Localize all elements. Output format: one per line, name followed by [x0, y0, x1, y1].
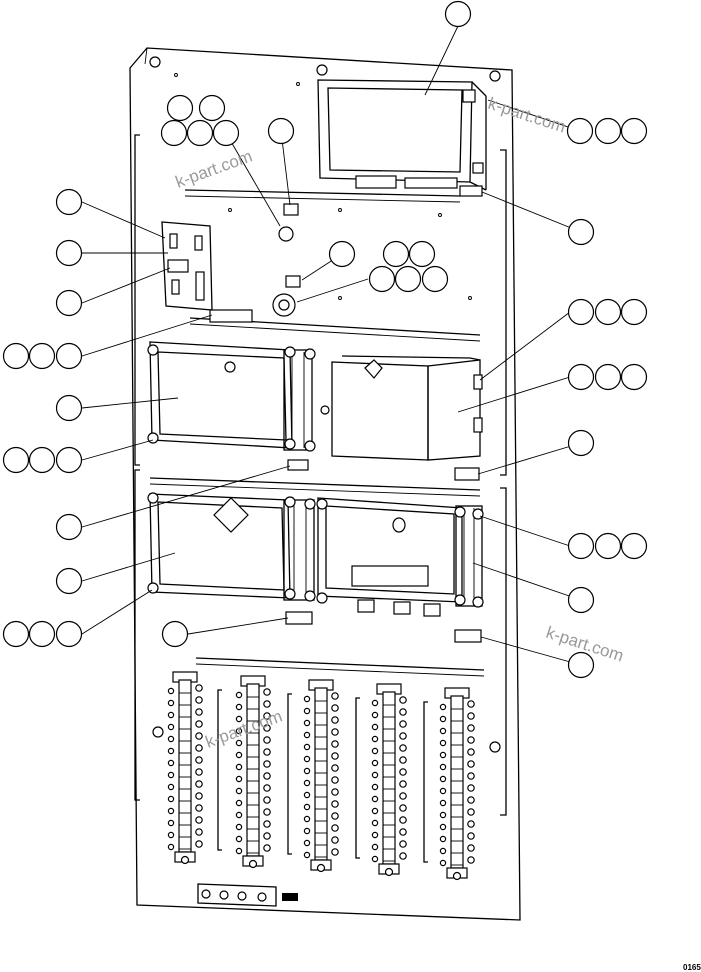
callout-circle — [28, 342, 56, 370]
callout-circle — [567, 651, 595, 679]
callout-circle — [408, 240, 436, 268]
callout-circle — [55, 513, 83, 541]
watermarks: k-part.com k-part.com k-part.com k-part.… — [173, 94, 626, 752]
terminal-block — [167, 671, 203, 865]
callout-circle — [567, 218, 595, 246]
watermark: k-part.com — [203, 706, 285, 751]
figure-code: 01654 — [683, 963, 701, 972]
callout-circles — [2, 0, 648, 679]
callout-circle — [28, 620, 56, 648]
callout-circle — [2, 620, 30, 648]
terminal-block — [371, 683, 407, 877]
callout-circle — [55, 342, 83, 370]
callout-circle — [2, 446, 30, 474]
watermark: k-part.com — [486, 94, 568, 137]
callout-circle — [161, 620, 189, 648]
callout-circle — [55, 188, 83, 216]
callout-circle — [567, 363, 595, 391]
callout-circle — [594, 363, 622, 391]
leader-lines — [81, 25, 582, 666]
module-mid-left — [147, 341, 330, 471]
terminal-blocks — [167, 671, 475, 881]
callout-circle — [55, 394, 83, 422]
callout-circle — [328, 240, 356, 268]
callout-circle — [368, 265, 396, 293]
terminal-block — [439, 687, 475, 881]
lower-rail — [149, 477, 481, 497]
callout-circle — [567, 429, 595, 457]
terminal-block — [303, 679, 339, 873]
terminal-rail — [195, 657, 485, 863]
watermark: k-part.com — [173, 146, 255, 191]
callout-circle — [567, 298, 595, 326]
callout-circle — [55, 289, 83, 317]
callout-circle — [567, 532, 595, 560]
callout-circle — [566, 117, 594, 145]
bottom-connector — [197, 883, 298, 907]
callout-circle — [594, 298, 622, 326]
callout-circle — [55, 239, 83, 267]
panel-outline — [129, 47, 521, 921]
callout-circle — [166, 94, 194, 122]
callout-circle — [567, 586, 595, 614]
callout-circle — [620, 117, 648, 145]
callout-circle — [160, 119, 188, 147]
callout-circle — [28, 446, 56, 474]
callout-circle — [55, 446, 83, 474]
callout-circle — [55, 620, 83, 648]
relay-board — [161, 221, 253, 323]
callout-circle — [198, 94, 226, 122]
callout-circle — [186, 119, 214, 147]
callout-circle — [212, 119, 240, 147]
callout-circle — [2, 342, 30, 370]
module-mid-right — [331, 355, 483, 481]
module-low-right — [316, 497, 484, 643]
callout-circle — [267, 117, 295, 145]
callout-circle — [55, 567, 83, 595]
callout-circle — [444, 0, 472, 28]
callout-circle — [594, 117, 622, 145]
callout-circle — [620, 363, 648, 391]
callout-circle — [394, 265, 422, 293]
callout-circle — [620, 532, 648, 560]
module-low-left — [147, 492, 316, 625]
callout-circle — [594, 532, 622, 560]
callout-circle — [620, 298, 648, 326]
terminal-block — [235, 675, 271, 869]
callout-circle — [421, 265, 449, 293]
callout-circle — [382, 240, 410, 268]
display-module — [317, 79, 487, 191]
